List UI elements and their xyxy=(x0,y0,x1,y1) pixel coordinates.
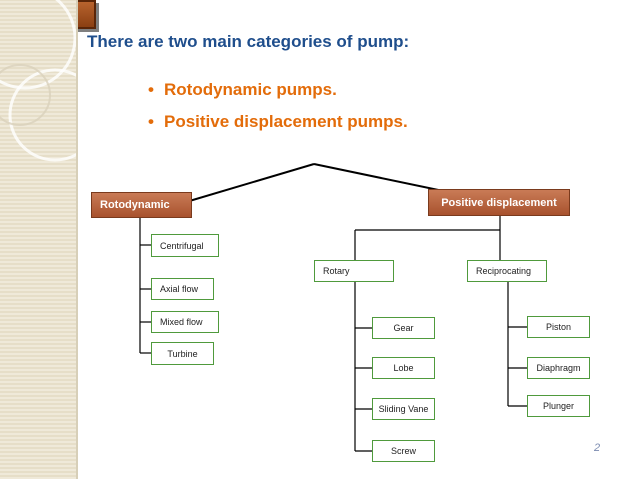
node-reciprocating: Reciprocating xyxy=(467,260,547,282)
bullet-item-positive-displacement: • Positive displacement pumps. xyxy=(148,112,408,132)
node-rotodynamic: Rotodynamic xyxy=(91,192,192,218)
bullet-item-rotodynamic: • Rotodynamic pumps. xyxy=(148,80,337,100)
node-sliding-vane: Sliding Vane xyxy=(372,398,435,420)
node-mixed-flow: Mixed flow xyxy=(151,311,219,333)
bullet-dot-icon: • xyxy=(148,112,154,131)
bullet-text: Rotodynamic pumps. xyxy=(164,80,337,99)
sidebar-divider xyxy=(76,0,78,479)
connector-root-rotodynamic xyxy=(185,163,315,203)
node-axial-flow: Axial flow xyxy=(151,278,214,300)
node-rotary: Rotary xyxy=(314,260,394,282)
slide-title: There are two main categories of pump: xyxy=(87,32,410,51)
node-piston: Piston xyxy=(527,316,590,338)
bullet-text: Positive displacement pumps. xyxy=(164,112,408,131)
node-turbine: Turbine xyxy=(151,342,214,365)
node-centrifugal: Centrifugal xyxy=(151,234,219,257)
decorative-sidebar xyxy=(0,0,76,479)
node-gear: Gear xyxy=(372,317,435,339)
node-lobe: Lobe xyxy=(372,357,435,379)
node-screw: Screw xyxy=(372,440,435,462)
decorative-circles-graphic xyxy=(0,0,76,162)
node-plunger: Plunger xyxy=(527,395,590,417)
page-number: 2 xyxy=(594,442,601,454)
node-diaphragm: Diaphragm xyxy=(527,357,590,379)
bullet-dot-icon: • xyxy=(148,80,154,99)
node-positive-displacement: Positive displacement xyxy=(428,189,570,216)
